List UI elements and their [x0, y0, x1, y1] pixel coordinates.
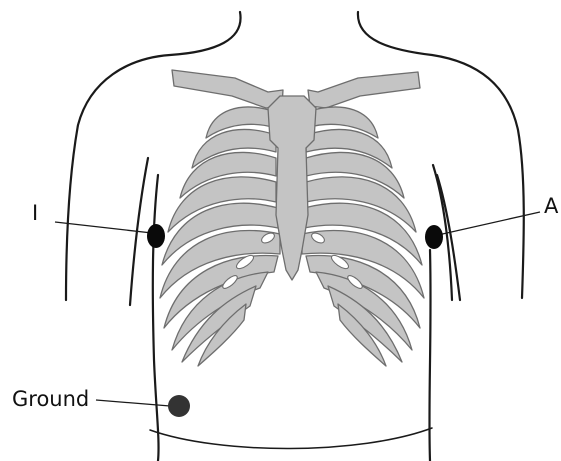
- ground-electrode: [168, 395, 190, 417]
- left-electrode: [147, 224, 165, 248]
- ground-electrode-label: Ground: [12, 387, 89, 411]
- left-electrode-label: I: [32, 201, 38, 225]
- left-armpit-line: [153, 175, 159, 461]
- rib-cage: [160, 70, 424, 366]
- lower-abdomen-line: [150, 428, 432, 449]
- ground-electrode-leader: [96, 400, 170, 406]
- electrode-left-group: I: [32, 201, 165, 248]
- right-electrode-label: A: [544, 194, 559, 218]
- electrode-ground-group: Ground: [12, 387, 190, 417]
- right-clavicle: [308, 72, 420, 108]
- left-ribs: [160, 107, 280, 366]
- right-electrode: [425, 225, 443, 249]
- left-clavicle: [172, 70, 283, 108]
